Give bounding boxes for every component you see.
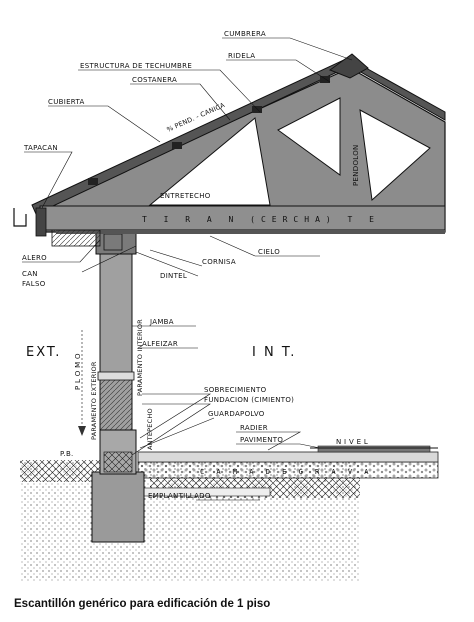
truss-opening-1 (148, 117, 271, 206)
label-costanera: COSTANERA (132, 76, 177, 84)
label-guardapolvo: GUARDAPOLVO (208, 410, 265, 418)
natural-ground-left (20, 460, 100, 482)
label-cama-grava: C A M A D E G R A V A (200, 468, 373, 476)
label-pendolon: PENDOLON (352, 144, 360, 186)
figure-caption: Escantillón genérico para edificación de… (14, 598, 271, 610)
truss-opening-3 (359, 109, 431, 202)
purlin (320, 76, 330, 83)
label-cornisa: CORNISA (202, 258, 236, 266)
label-alfeizar: ALFEIZAR (142, 340, 178, 348)
label-fundacion: FUNDACION (CIMIENTO) (204, 396, 294, 404)
label-dintel: DINTEL (160, 272, 187, 280)
label-jamba: JAMBA (149, 318, 174, 326)
antepecho-wall (99, 377, 133, 431)
label-exterior: EXT. (26, 345, 61, 360)
label-plomo: P L O M O (74, 353, 82, 390)
label-paramento-exterior: PARAMENTO EXTERIOR (90, 361, 98, 440)
label-falso: FALSO (22, 280, 46, 288)
label-cubierta: CUBIERTA (48, 98, 85, 106)
ridge-cap (328, 53, 369, 79)
label-estructura: ESTRUCTURA DE TECHUMBRE (80, 62, 192, 70)
label-tirante: T I R A N (CERCHA) T E (142, 215, 380, 224)
label-cumbrera: CUMBRERA (224, 30, 266, 38)
label-cielo: CIELO (258, 248, 280, 256)
tapacan-board (35, 207, 47, 237)
leader-lines (22, 37, 353, 501)
label-can: CAN (22, 270, 38, 278)
label-paramento-interior: PARAMENTO INTERIOR (136, 319, 144, 396)
radier-slab (137, 451, 439, 463)
label-sobrecimiento: SOBRECIMIENTO (204, 386, 267, 394)
label-entretecho: ENTRETECHO (160, 192, 211, 200)
plumb-bob (78, 426, 86, 436)
label-tapacan: TAPACAN (23, 144, 58, 152)
alfeizar-sill (97, 371, 135, 381)
sobrecimiento-detail (103, 451, 133, 473)
purlin (252, 106, 262, 113)
purlin (172, 142, 182, 149)
purlin (88, 178, 98, 185)
label-nivel: N I V E L (336, 438, 368, 446)
label-interior: I N T. (252, 345, 296, 360)
label-radier: RADIER (240, 424, 268, 432)
label-emplantillado: EMPLANTILLADO (148, 492, 211, 500)
section-drawing: CUMBRERA ESTRUCTURA DE TECHUMBRE RIDELA … (13, 30, 446, 582)
label-alero: ALERO (22, 254, 47, 262)
label-ridela: RIDELA (228, 52, 255, 60)
label-pavimento: PAVIMENTO (240, 436, 283, 444)
label-pb: P.B. (60, 450, 74, 458)
truss-opening-2 (277, 97, 341, 176)
foundation-cimiento (91, 471, 145, 543)
gutter (13, 208, 27, 227)
pavimento-finish (317, 445, 431, 453)
label-antepecho: ANTEPECHO (146, 408, 154, 450)
cielo-ceiling (56, 230, 445, 234)
cornisa (51, 229, 101, 247)
